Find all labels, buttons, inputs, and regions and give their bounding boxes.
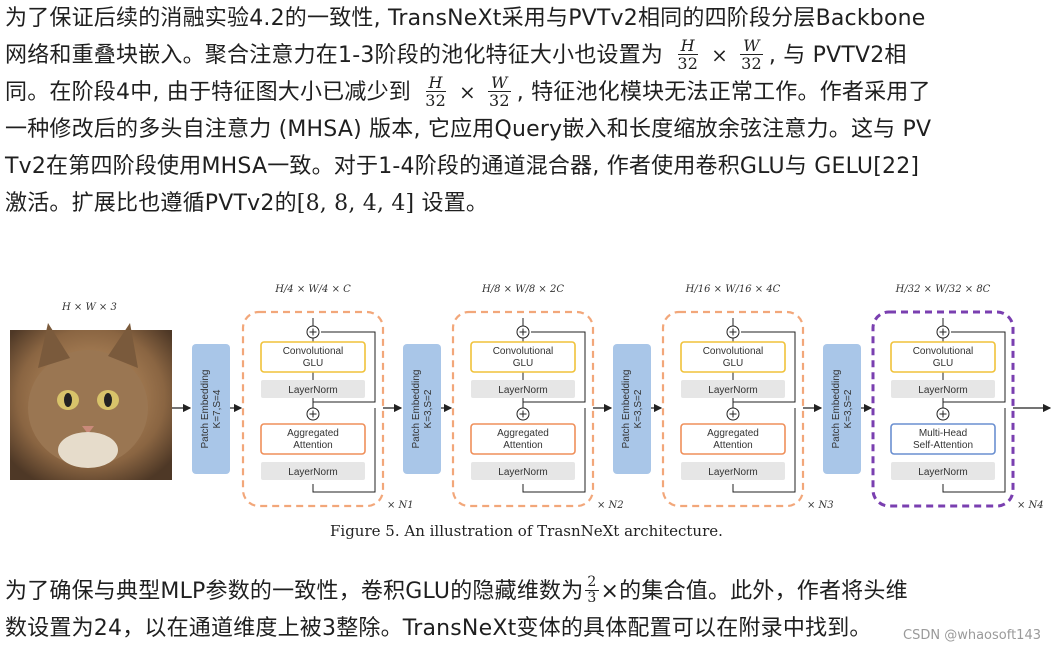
patch-embedding-label: Patch EmbeddingK=7,S=4 <box>200 370 223 449</box>
repeat-count-label: × N2 <box>597 500 624 511</box>
layernorm-label: LayerNorm <box>708 385 757 396</box>
input-size-label: H × W × 3 <box>61 302 117 313</box>
layernorm-block <box>891 380 995 398</box>
plus-icon <box>726 325 740 339</box>
layernorm-label: LayerNorm <box>918 385 967 396</box>
repeat-count-label: × N4 <box>1017 500 1044 511</box>
layernorm-block <box>681 462 785 480</box>
layernorm-block <box>471 380 575 398</box>
intro-paragraph: 为了保证后续的消融实验4.2的一致性, TransNeXt采用与PVTv2相同的… <box>5 0 1050 222</box>
stage-container <box>241 310 385 508</box>
plus-icon <box>516 407 530 421</box>
watermark: CSDN @whaosoft143 <box>903 628 1041 643</box>
conv-glu-block <box>470 341 576 373</box>
cat-input-image <box>10 323 172 480</box>
patch-embedding-block <box>403 344 441 474</box>
figure-caption: Figure 5. An illustration of TrasnNeXt a… <box>330 522 723 540</box>
stage-dimension-label: H/16 × W/16 × 4C <box>685 284 781 295</box>
patch-embedding-block <box>613 344 651 474</box>
plus-icon <box>516 325 530 339</box>
text-span: , 与 PVTV2相 <box>768 43 907 68</box>
residual-line <box>733 331 796 403</box>
conv-glu-block <box>680 341 786 373</box>
layernorm-block <box>891 462 995 480</box>
mhsa-block <box>890 423 996 455</box>
repeat-count-label: × N3 <box>807 500 834 511</box>
residual-line <box>522 408 586 493</box>
times-symbol: × <box>458 80 476 104</box>
residual-line <box>523 331 586 403</box>
layernorm-block <box>471 462 575 480</box>
text-line: 为了保证后续的消融实验4.2的一致性, TransNeXt采用与PVTv2相同的… <box>5 6 926 31</box>
text-span: , 特征池化模块无法正常工作。作者采用了 <box>516 80 931 105</box>
layernorm-label: LayerNorm <box>708 467 757 478</box>
residual-line <box>312 408 376 493</box>
text-line: 激活。扩展比也遵循PVTv2的[8, 8, 4, 4] 设置。 <box>5 185 1050 222</box>
text-span: 为了确保与典型MLP参数的一致性，卷积GLU的隐藏维数为 <box>5 579 584 604</box>
residual-line <box>942 408 1006 493</box>
plus-icon <box>726 407 740 421</box>
conv-glu-block <box>890 341 996 373</box>
plus-icon <box>306 407 320 421</box>
patch-embedding-label: Patch EmbeddingK=3,S=2 <box>621 370 644 449</box>
stage-container <box>871 310 1015 508</box>
text-span: 设置。 <box>414 191 489 216</box>
aggregated-attention-block <box>680 423 786 455</box>
text-line: Tv2在第四阶段使用MHSA一致。对于1-4阶段的通道混合器, 作者使用卷积GL… <box>5 154 920 179</box>
repeat-count-label: × N1 <box>387 500 414 511</box>
text-span: ×的集合值。此外，作者将头维 <box>600 579 908 604</box>
expansion-ratio-set: [8, 8, 4, 4] <box>296 191 415 216</box>
layernorm-block <box>261 380 365 398</box>
text-line: 一种修改后的多头自注意力 (MHSA) 版本, 它应用Query嵌入和长度缩放余… <box>5 117 932 142</box>
plus-icon <box>936 325 950 339</box>
patch-embedding-label: Patch EmbeddingK=3,S=2 <box>831 370 854 449</box>
patch-embedding-block <box>192 344 230 474</box>
layernorm-block <box>681 380 785 398</box>
layernorm-block <box>261 462 365 480</box>
patch-embedding-block <box>823 344 861 474</box>
stage-container <box>661 310 805 508</box>
layernorm-label: LayerNorm <box>498 467 547 478</box>
layernorm-label: LayerNorm <box>288 467 337 478</box>
layernorm-label: LayerNorm <box>918 467 967 478</box>
architecture-figure: H × W × 3 Patch EmbeddingK=7,S=4 H/4 × W/… <box>10 284 1052 540</box>
text-span: 激活。扩展比也遵循PVTv2的 <box>5 191 297 216</box>
layernorm-label: LayerNorm <box>498 385 547 396</box>
text-span: 同。在阶段4中, 由于特征图大小已减少到 <box>5 80 411 105</box>
patch-embedding-label: Patch EmbeddingK=3,S=2 <box>411 370 434 449</box>
text-line: 数设置为24，以在通道维度上被3整除。TransNeXt变体的具体配置可以在附录… <box>5 616 872 641</box>
residual-line <box>313 331 376 403</box>
aggregated-attention-block <box>260 423 366 455</box>
stage-dimension-label: H/4 × W/4 × C <box>274 284 351 295</box>
layernorm-label: LayerNorm <box>288 385 337 396</box>
stage-dimension-label: H/8 × W/8 × 2C <box>481 284 564 295</box>
plus-icon <box>936 407 950 421</box>
text-span: 网络和重叠块嵌入。聚合注意力在1-3阶段的池化特征大小也设置为 <box>5 43 664 68</box>
conv-glu-block <box>260 341 366 373</box>
stage-container <box>451 310 595 508</box>
stage-dimension-label: H/32 × W/32 × 8C <box>895 284 991 295</box>
times-symbol: × <box>711 43 729 67</box>
residual-line <box>943 331 1006 403</box>
aggregated-attention-block <box>470 423 576 455</box>
residual-line <box>732 408 796 493</box>
plus-icon <box>306 325 320 339</box>
